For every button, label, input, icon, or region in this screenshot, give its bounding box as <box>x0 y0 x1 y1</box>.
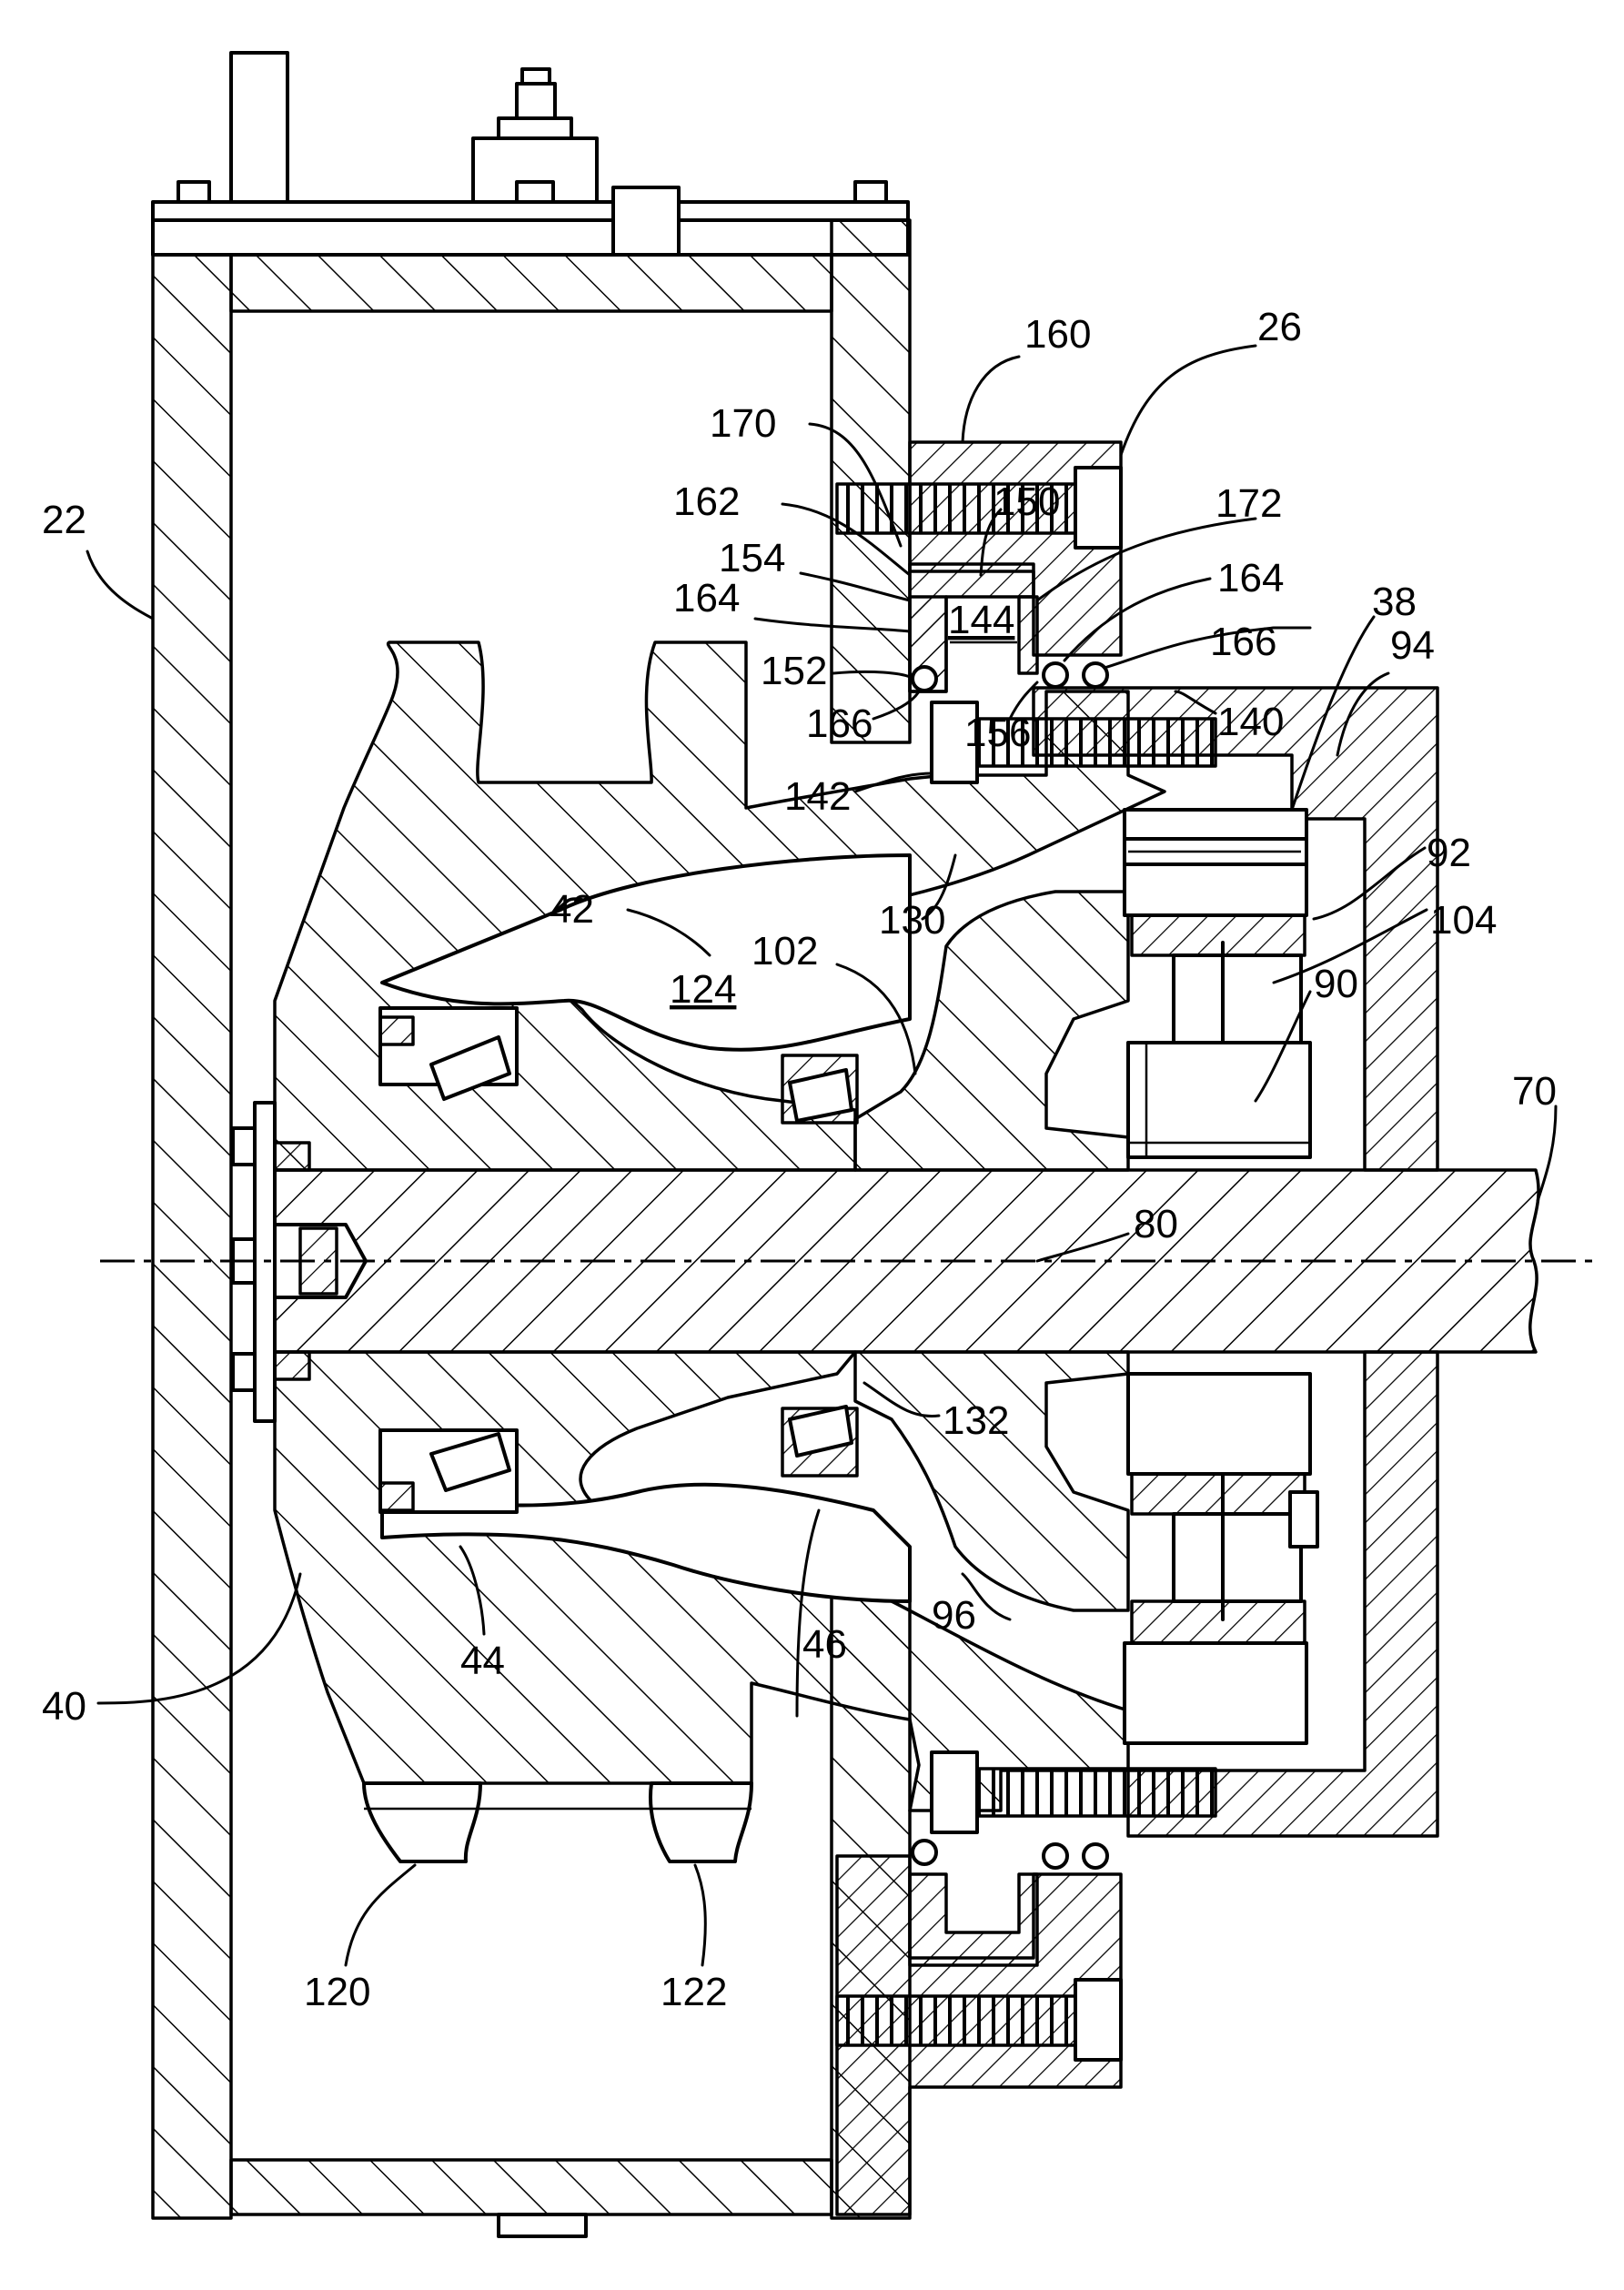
label-160: 160 <box>1024 312 1091 357</box>
label-90: 90 <box>1314 962 1358 1006</box>
label-22: 22 <box>42 498 86 542</box>
label-166: 166 <box>806 701 873 746</box>
bearing-46-lower <box>782 1407 857 1476</box>
bearing-46-upper <box>782 1055 857 1123</box>
label-152: 152 <box>761 649 827 693</box>
label-172: 172 <box>1215 481 1282 526</box>
label-38: 38 <box>1372 580 1417 624</box>
label-80: 80 <box>1134 1202 1178 1246</box>
top-post <box>231 53 287 211</box>
label-150: 150 <box>994 479 1060 524</box>
top-drum-band <box>231 255 832 311</box>
label-124: 124 <box>670 967 736 1012</box>
label-102: 102 <box>751 929 818 974</box>
label-40: 40 <box>42 1684 86 1729</box>
label-120: 120 <box>304 1970 370 2014</box>
label-46: 46 <box>802 1622 847 1667</box>
label-26: 26 <box>1257 305 1302 349</box>
left-wall-22 <box>153 211 231 2218</box>
seal-housing-160-bottom <box>837 1841 1121 2214</box>
label-164: 164 <box>1217 556 1284 600</box>
label-164: 164 <box>673 576 740 620</box>
label-92: 92 <box>1427 831 1471 875</box>
label-70: 70 <box>1512 1069 1557 1114</box>
label-156: 156 <box>964 711 1031 755</box>
label-166: 166 <box>1210 620 1276 664</box>
label-142: 142 <box>784 774 851 819</box>
label-144: 144 <box>948 598 1014 642</box>
bearing-44-upper <box>380 1008 517 1099</box>
label-140: 140 <box>1217 700 1284 744</box>
label-170: 170 <box>710 401 776 446</box>
label-162: 162 <box>673 479 740 524</box>
label-130: 130 <box>879 898 945 943</box>
label-96: 96 <box>932 1593 976 1638</box>
bearing-44-lower <box>380 1430 517 1512</box>
label-104: 104 <box>1430 898 1497 943</box>
label-154: 154 <box>719 536 785 580</box>
label-122: 122 <box>661 1970 727 2014</box>
label-42: 42 <box>550 887 594 932</box>
label-44: 44 <box>460 1639 505 1683</box>
bottom-drum-band <box>231 2160 832 2236</box>
label-94: 94 <box>1390 623 1435 668</box>
label-132: 132 <box>943 1398 1009 1443</box>
